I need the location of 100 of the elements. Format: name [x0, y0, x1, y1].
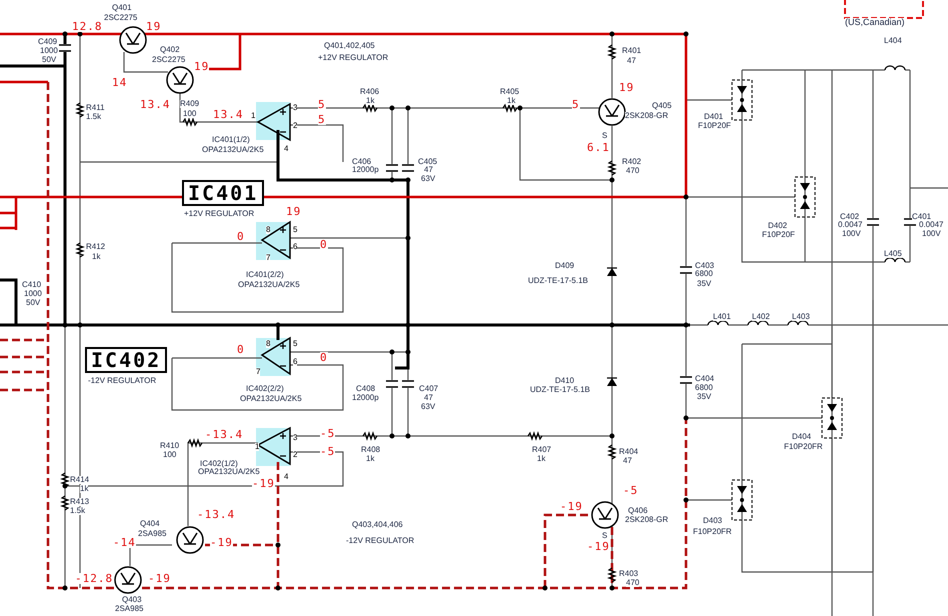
voltage-reading: 13.4 [213, 109, 244, 120]
component-label: C410 [22, 281, 42, 289]
pin-number: 2 [293, 451, 298, 459]
ic-label: IC402 [91, 350, 162, 370]
component-label: 470 [626, 167, 640, 175]
voltage-reading: 0 [320, 239, 328, 250]
component-label: 1.5k [86, 113, 102, 121]
circuit-note: -12V REGULATOR [346, 537, 414, 545]
component-label: R405 [500, 88, 520, 96]
voltage-reading: 5 [318, 99, 326, 110]
component-label: OPA2132UA/2K5 [198, 468, 260, 476]
voltage-reading: -5 [320, 446, 336, 457]
component-label: R407 [532, 446, 552, 454]
component-label: 2SK208-GR [625, 516, 668, 524]
voltage-reading: 5 [572, 99, 580, 110]
component-label: L403 [792, 313, 810, 321]
voltage-reading: -5 [320, 428, 336, 439]
component-label: OPA2132UA/2K5 [202, 146, 264, 154]
component-label: 35V [697, 393, 712, 401]
component-label: 470 [626, 579, 640, 587]
circuit-note: +12V REGULATOR [184, 210, 254, 218]
component-label: 100 [163, 451, 176, 459]
voltage-reading: 5 [318, 114, 326, 125]
circuit-note: Q403,404,406 [352, 521, 403, 529]
voltage-reading: -13.4 [197, 509, 236, 520]
component-label: 2SA985 [138, 530, 166, 538]
component-label: 12000p [352, 166, 379, 174]
component-label: D401 [704, 113, 724, 121]
pin-number: 7 [266, 254, 270, 262]
component-label: C409 [38, 38, 58, 46]
component-label: C401 [912, 213, 932, 221]
component-label: F10P20F [698, 122, 731, 130]
component-label: L401 [713, 313, 731, 321]
component-label: 1000 [24, 290, 42, 298]
component-label: 2SC2275 [152, 56, 186, 64]
voltage-reading: -5 [623, 485, 638, 496]
component-label: IC401(1/2) [212, 136, 250, 144]
pin-number: 1 [255, 443, 260, 451]
component-label: 12000p [352, 394, 379, 402]
component-label: 63V [421, 175, 436, 183]
component-label: 47 [623, 457, 632, 465]
component-label: 100V [842, 230, 861, 238]
component-label: S [602, 532, 608, 540]
component-label: D403 [703, 517, 722, 525]
ic-label-box [182, 180, 264, 206]
component-label: Q402 [160, 46, 180, 54]
component-label: 1k [366, 97, 374, 105]
pin-number: 5 [293, 226, 298, 234]
component-label: 1k [80, 485, 88, 493]
circuit-note: +12V REGULATOR [318, 54, 388, 62]
pin-number: 6 [293, 358, 298, 366]
voltage-reading: 13.4 [140, 99, 170, 110]
component-label: 100 [183, 110, 196, 118]
component-label: R402 [622, 158, 642, 166]
pin-number: 8 [266, 340, 270, 348]
voltage-reading: -19 [252, 478, 275, 489]
component-label: 100V [922, 230, 941, 238]
component-label: R413 [70, 498, 90, 506]
component-label: 50V [42, 56, 56, 64]
component-label: L402 [752, 313, 770, 321]
voltage-reading: -19 [210, 537, 233, 548]
region-note: (US,Canadian) [845, 18, 905, 27]
component-label: 1k [537, 455, 546, 463]
circuit-note: Q401,402,405 [324, 42, 375, 50]
component-label: R408 [361, 446, 380, 454]
component-label: 50V [26, 299, 40, 307]
voltage-reading: -19 [560, 501, 583, 512]
pin-number: 5 [293, 340, 298, 348]
voltage-reading: 19 [194, 61, 210, 72]
component-label: 47 [424, 166, 433, 174]
component-label: Q403 [122, 596, 142, 604]
component-label: Q405 [652, 102, 672, 110]
voltage-reading: 14 [112, 77, 128, 88]
voltage-reading: 0 [237, 344, 245, 355]
voltage-reading: 19 [146, 21, 162, 32]
component-label: 2SA985 [115, 605, 144, 613]
component-label: F10P20FR [784, 443, 823, 451]
component-label: D409 [555, 262, 574, 270]
component-label: OPA2132UA/2K5 [238, 281, 300, 289]
pin-number: 1 [251, 112, 256, 120]
component-label: 1k [366, 455, 374, 463]
voltage-reading: -14 [113, 537, 136, 548]
component-label: R409 [180, 100, 200, 108]
component-label: C403 [695, 262, 714, 270]
voltage-reading: -19 [587, 541, 610, 552]
component-label: C405 [418, 158, 438, 166]
component-label: C404 [695, 375, 714, 383]
circuit-note: -12V REGULATOR [88, 377, 156, 385]
component-label: 2SC2275 [104, 14, 138, 22]
pin-number: 6 [293, 243, 298, 251]
component-label: R401 [622, 47, 642, 55]
component-label: 6800 [695, 270, 713, 278]
pin-number: 3 [293, 104, 298, 112]
pin-number: 4 [284, 145, 288, 153]
component-label: IC402(2/2) [246, 385, 284, 393]
component-label: 2SK208-GR [625, 112, 668, 120]
component-label: 1k [507, 97, 516, 105]
component-label: D404 [792, 433, 812, 441]
voltage-reading: 0 [237, 231, 245, 242]
pin-number: 8 [266, 226, 270, 234]
